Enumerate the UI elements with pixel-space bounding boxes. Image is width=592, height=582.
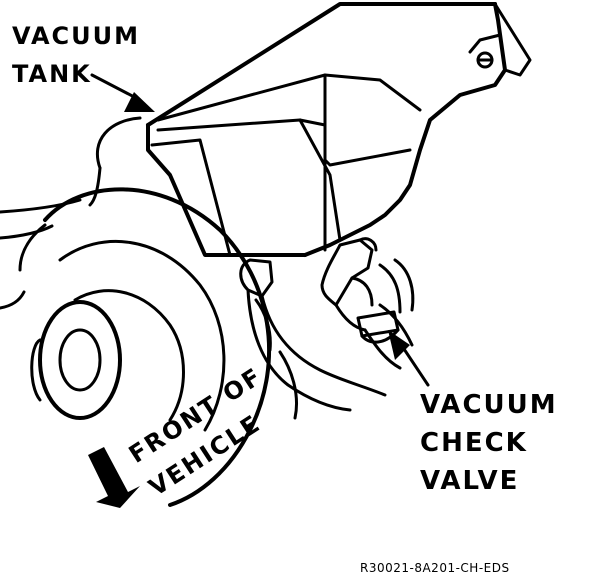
front-direction-arrow-icon xyxy=(88,447,140,508)
check-valve-arrow-icon xyxy=(388,330,410,360)
wheel xyxy=(18,187,272,507)
check-valve xyxy=(356,258,415,344)
figure-code: R30021-8A201-CH-EDS xyxy=(360,561,510,575)
vacuum-tank-label-line1: VACUUM xyxy=(12,22,140,50)
vacuum-tank xyxy=(146,2,532,257)
check-valve-label-line2: CHECK xyxy=(420,428,528,458)
vacuum-hoses xyxy=(239,237,414,412)
vacuum-tank-leader xyxy=(90,73,142,102)
check-valve-label-line3: VALVE xyxy=(420,466,520,496)
vacuum-tank-arrow-icon xyxy=(124,92,155,112)
vacuum-tank-label-line2: TANK xyxy=(12,60,92,88)
check-valve-label-line1: VACUUM xyxy=(420,390,558,420)
